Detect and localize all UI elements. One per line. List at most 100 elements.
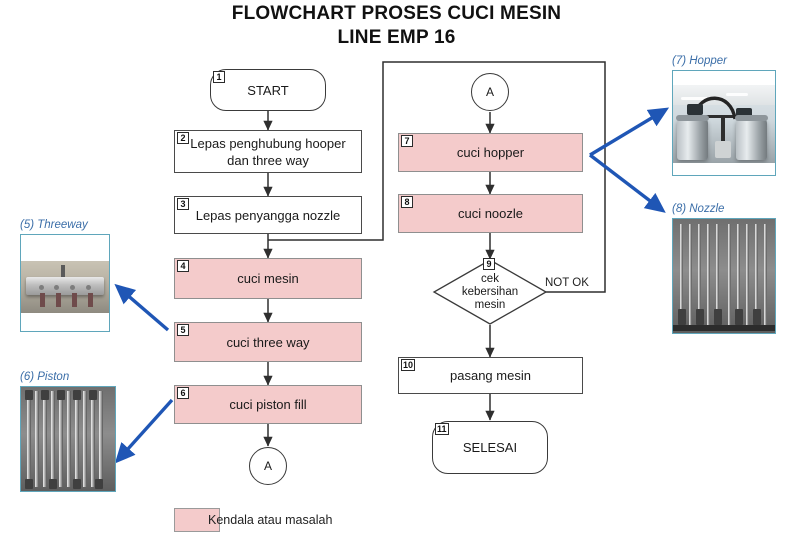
node-label: SELESAI <box>462 440 518 455</box>
step-badge: 11 <box>435 423 449 435</box>
node-cuci-mesin[interactable]: 4 cuci mesin <box>174 258 362 299</box>
node-start[interactable]: 1 START <box>210 69 326 111</box>
nozzle-needle <box>716 223 719 329</box>
node-pasang-mesin[interactable]: 10 pasang mesin <box>398 357 583 394</box>
title-line-1: FLOWCHART PROSES CUCI MESIN <box>231 3 562 24</box>
hopper-tank <box>736 119 767 160</box>
page-title: FLOWCHART PROSES CUCI MESIN LINE EMP 16 <box>0 2 793 50</box>
connector-a-in[interactable]: A <box>471 73 509 111</box>
threeway-post <box>61 265 66 278</box>
node-lepas-penyangga-nozzle[interactable]: 3 Lepas penyangga nozzle <box>174 196 362 234</box>
node-cuci-piston-fill[interactable]: 6 cuci piston fill <box>174 385 362 424</box>
step-badge: 1 <box>213 71 225 83</box>
nozzle-base <box>696 309 704 325</box>
hopper-motor <box>736 108 752 119</box>
node-cuci-three-way[interactable]: 5 cuci three way <box>174 322 362 362</box>
nozzle-base <box>714 309 722 325</box>
node-cuci-noozle[interactable]: 8 cuci noozle <box>398 194 583 233</box>
threeway-leg <box>87 293 93 307</box>
hopper-ceiling <box>673 85 775 106</box>
nozzle-needle <box>680 223 683 329</box>
hopper-light <box>681 97 708 101</box>
nozzle-base <box>678 309 686 325</box>
piston-head <box>25 390 33 401</box>
node-cuci-hopper[interactable]: 7 cuci hopper <box>398 133 583 172</box>
piston-rod <box>99 391 103 487</box>
nozzle-base <box>753 309 761 325</box>
hopper-center-column <box>720 114 725 149</box>
piston-rod <box>59 391 63 487</box>
node-label: cuci piston fill <box>229 397 307 412</box>
nozzle-needle <box>698 223 701 329</box>
piston-rod <box>83 391 87 487</box>
piston-rod <box>27 391 31 487</box>
hopper-light <box>726 92 749 96</box>
node-label: Lepas penyangga nozzle <box>195 207 341 223</box>
node-label: cuci mesin <box>237 271 299 286</box>
piston-head <box>57 390 65 401</box>
threeway-leg <box>56 293 62 307</box>
piston-foot <box>95 478 103 489</box>
node-label: cuci noozle <box>457 206 524 221</box>
nozzle-rail <box>673 325 775 331</box>
step-badge: 10 <box>401 359 416 371</box>
step-badge: 7 <box>401 135 413 147</box>
node-cek-kebersihan-mesin[interactable]: 9 cek kebersihan mesin <box>432 258 548 325</box>
nozzle-needle <box>707 223 710 329</box>
node-label: START <box>247 82 289 98</box>
node-lepas-penghubung-hooper[interactable]: 2 Lepas penghubung hooper dan three way <box>174 130 362 173</box>
photo-piston[interactable] <box>20 386 116 492</box>
photo-caption-piston: (6) Piston <box>20 371 70 383</box>
node-label-line-2: kebersihan <box>461 285 519 298</box>
hopper-tank-lid <box>735 115 768 121</box>
hopper-tank <box>677 119 708 160</box>
piston-rod <box>43 391 47 487</box>
connector-label: A <box>263 459 272 473</box>
piston-rod <box>67 391 71 487</box>
threeway-stud <box>70 284 76 290</box>
hopper-control-box <box>714 141 732 159</box>
step-badge: 5 <box>177 324 189 336</box>
threeway-leg <box>72 293 78 307</box>
node-label: pasang mesin <box>450 368 531 383</box>
diamond-text: cek kebersihan mesin <box>432 259 548 325</box>
nozzle-needle <box>755 223 758 329</box>
legend-swatch-problem <box>174 508 220 532</box>
node-label: cuci hopper <box>456 145 525 160</box>
piston-rod <box>35 391 39 487</box>
node-label: cuci three way <box>226 334 310 350</box>
photo-threeway[interactable] <box>20 234 110 332</box>
piston-head <box>73 390 81 401</box>
threeway-leg <box>40 293 46 307</box>
nozzle-needle <box>764 223 767 329</box>
nozzle-needle <box>746 223 749 329</box>
step-badge: 9 <box>483 258 495 270</box>
piston-head <box>89 390 97 401</box>
edge-label-not-ok: NOT OK <box>545 277 589 289</box>
threeway-stud <box>38 284 44 290</box>
photo-caption-threeway: (5) Threeway <box>20 219 88 231</box>
connector-a-out[interactable]: A <box>249 447 287 485</box>
piston-rod <box>51 391 55 487</box>
hopper-image <box>673 85 775 163</box>
piston-foot <box>73 478 81 489</box>
piston-head <box>41 390 49 401</box>
legend-label-problem: Kendala atau masalah <box>208 513 333 527</box>
photo-hopper[interactable] <box>672 70 776 176</box>
node-selesai[interactable]: 11 SELESAI <box>432 421 548 474</box>
nozzle-needle <box>737 223 740 329</box>
title-line-2: LINE EMP 16 <box>337 27 456 48</box>
nozzle-needle <box>728 223 731 329</box>
nozzle-needle <box>689 223 692 329</box>
step-badge: 3 <box>177 198 189 210</box>
threeway-stud <box>86 284 92 290</box>
hopper-motor <box>687 103 703 115</box>
hopper-tank-lid <box>676 115 709 121</box>
node-label-line-3: mesin <box>474 298 506 311</box>
diamond-shape <box>432 259 548 325</box>
photo-caption-hopper: (7) Hopper <box>672 55 727 67</box>
photo-nozzle[interactable] <box>672 218 776 334</box>
node-label-line-2: dan three way <box>227 152 309 168</box>
node-label-line-1: cek <box>481 272 499 285</box>
